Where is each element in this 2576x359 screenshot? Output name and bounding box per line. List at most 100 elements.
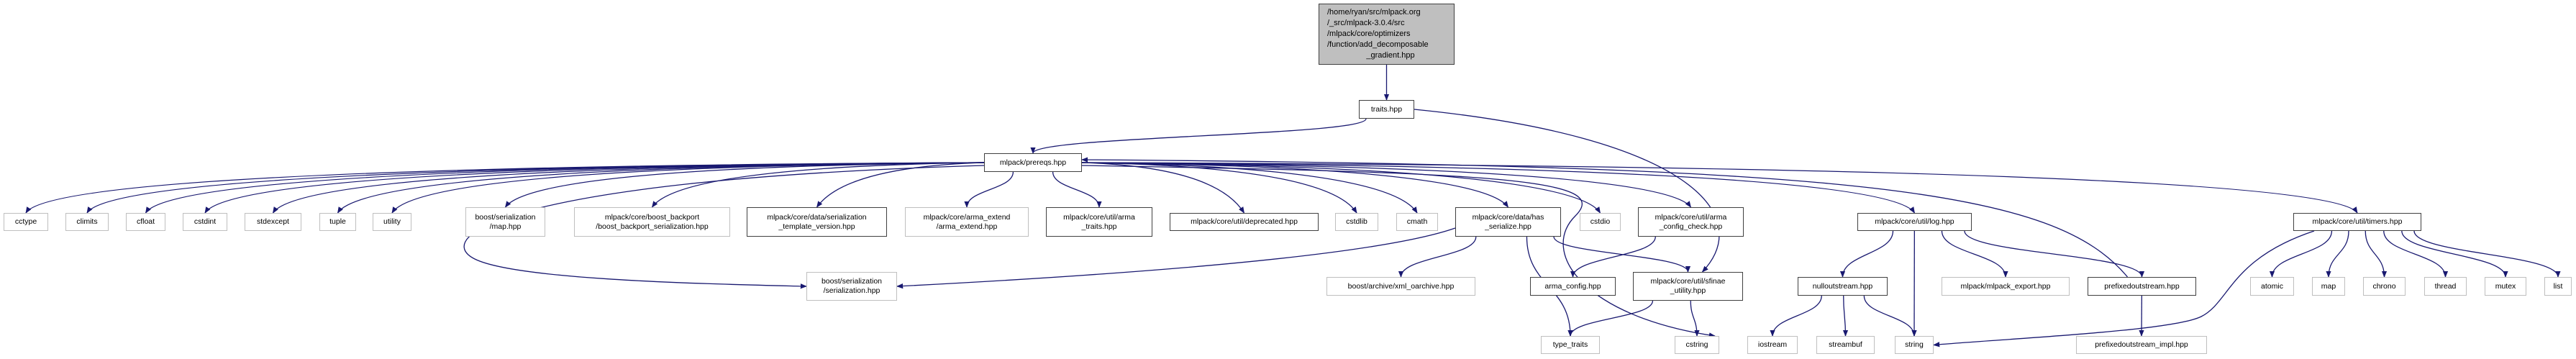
graph-node-serialization[interactable]: boost/serialization/serialization.hpp	[806, 272, 897, 301]
node-label-line: cfloat	[136, 217, 155, 226]
edge-prereqs-to-log	[1081, 162, 1916, 214]
graph-node-utility[interactable]: utility	[373, 213, 411, 231]
node-label-line: prefixedoutstream.hpp	[2104, 281, 2180, 291]
node-label-line: mlpack/core/util/sfinae	[1650, 277, 1726, 286]
edge-prefixed-to-prereqs	[1081, 157, 2128, 278]
graph-node-cstdio[interactable]: cstdio	[1580, 213, 1621, 231]
edge-prereqs-to-cmath	[1081, 162, 1418, 214]
graph-node-arma-config[interactable]: arma_config.hpp	[1530, 277, 1616, 296]
graph-node-cstdint[interactable]: cstdint	[183, 213, 227, 231]
graph-node-traits[interactable]: traits.hpp	[1359, 100, 1414, 119]
graph-node-iostream[interactable]: iostream	[1747, 336, 1798, 354]
node-label-line: cstdio	[1590, 217, 1611, 226]
edge-timers-to-map	[2326, 230, 2349, 278]
graph-node-cmath[interactable]: cmath	[1396, 213, 1438, 231]
graph-node-backport[interactable]: mlpack/core/boost_backport/boost_backpor…	[574, 207, 730, 237]
edge-prereqs-to-backport	[651, 162, 985, 208]
edge-prereqs-to-arma_extend	[964, 171, 1014, 208]
graph-node-thread[interactable]: thread	[2424, 277, 2467, 296]
graph-node-type-traits[interactable]: type_traits	[1541, 336, 1600, 354]
graph-node-nullout[interactable]: nulloutstream.hpp	[1798, 277, 1888, 296]
graph-node-deprecated[interactable]: mlpack/core/util/deprecated.hpp	[1170, 213, 1319, 231]
graph-node-prefixed[interactable]: prefixedoutstream.hpp	[2088, 277, 2196, 296]
graph-node-arma-config-check[interactable]: mlpack/core/util/arma_config_check.hpp	[1638, 207, 1744, 237]
node-label-line: /arma_extend.hpp	[936, 222, 998, 231]
graph-node-map-hpp[interactable]: boost/serialization/map.hpp	[465, 207, 545, 237]
graph-node-stv[interactable]: mlpack/core/data/serialization_template_…	[747, 207, 887, 237]
node-label-line: mlpack/core/util/deprecated.hpp	[1191, 217, 1298, 226]
node-label-line: arma_config.hpp	[1544, 281, 1601, 291]
graph-node-export[interactable]: mlpack/mlpack_export.hpp	[1942, 277, 2070, 296]
graph-node-cctype[interactable]: cctype	[4, 213, 48, 231]
node-label-line: map	[2321, 281, 2336, 291]
edge-timers-to-mutex	[2401, 230, 2508, 278]
graph-node-mutex[interactable]: mutex	[2485, 277, 2526, 296]
graph-node-timers[interactable]: mlpack/core/util/timers.hpp	[2293, 213, 2421, 231]
graph-node-sfinae[interactable]: mlpack/core/util/sfinae_utility.hpp	[1633, 272, 1743, 301]
graph-node-chrono[interactable]: chrono	[2363, 277, 2406, 296]
graph-node-root[interactable]: /home/ryan/src/mlpack.org/_src/mlpack-3.…	[1319, 4, 1455, 65]
node-label-line: traits.hpp	[1370, 104, 1403, 114]
node-label-line: boost/serialization	[821, 277, 883, 286]
graph-node-has-serialize[interactable]: mlpack/core/data/has_serialize.hpp	[1455, 207, 1561, 237]
edge-prereqs-to-map_hpp	[504, 162, 985, 208]
node-label-line: mlpack/core/util/timers.hpp	[2312, 217, 2403, 226]
node-label-line: utility	[383, 217, 401, 226]
edge-prereqs-to-cstring	[1081, 165, 1716, 338]
edge-nullout-to-iostream	[1770, 295, 1822, 337]
edge-arma_config_check-to-arma_config	[1570, 236, 1656, 278]
edge-traits-to-prereqs	[1030, 118, 1367, 154]
graph-node-cfloat[interactable]: cfloat	[126, 213, 165, 231]
edge-prereqs-to-serialization	[463, 165, 985, 289]
node-label-line: cstdint	[194, 217, 217, 226]
graph-node-log[interactable]: mlpack/core/util/log.hpp	[1857, 213, 1972, 231]
graph-node-string[interactable]: string	[1895, 336, 1934, 354]
edge-timers-to-chrono	[2365, 230, 2388, 278]
edge-timers-to-list	[2413, 230, 2561, 278]
edge-has_serialize-to-xml	[1398, 236, 1477, 278]
node-label-line: /function/add_decomposable	[1327, 40, 1429, 49]
graph-node-arma-traits[interactable]: mlpack/core/util/arma_traits.hpp	[1046, 207, 1152, 237]
node-label-line: stdexcept	[257, 217, 289, 226]
graph-node-prereqs[interactable]: mlpack/prereqs.hpp	[984, 153, 1082, 172]
node-label-line: /serialization.hpp	[823, 286, 880, 295]
graph-node-xml[interactable]: boost/archive/xml_oarchive.hpp	[1326, 277, 1475, 296]
node-label-line: mlpack/core/data/has	[1472, 212, 1544, 222]
node-label-line: _config_check.hpp	[1659, 222, 1723, 231]
graph-node-list[interactable]: list	[2544, 277, 2572, 296]
graph-node-impl[interactable]: prefixedoutstream_impl.hpp	[2076, 336, 2207, 354]
node-label-line: string	[1905, 340, 1924, 349]
edge-prereqs-to-cstdio	[1081, 162, 1601, 214]
graph-node-cstdlib[interactable]: cstdlib	[1335, 213, 1378, 231]
node-label-line: iostream	[1757, 340, 1788, 349]
graph-node-stdexcept[interactable]: stdexcept	[245, 213, 301, 231]
graph-node-arma-extend[interactable]: mlpack/core/arma_extend/arma_extend.hpp	[905, 207, 1029, 237]
graph-node-streambuf[interactable]: streambuf	[1816, 336, 1875, 354]
graph-node-map[interactable]: map	[2312, 277, 2345, 296]
node-label-line: climits	[76, 217, 98, 226]
edge-timers-to-atomic	[2269, 230, 2333, 278]
edge-prereqs-to-timers	[1081, 162, 2358, 214]
edge-prereqs-to-stv	[816, 162, 985, 208]
node-label-line: /map.hpp	[489, 222, 522, 231]
edge-has_serialize-to-serialization	[896, 227, 1456, 289]
node-label-line: nulloutstream.hpp	[1812, 281, 1873, 291]
edge-prereqs-to-cstdlib	[1081, 162, 1357, 214]
graph-node-cstring[interactable]: cstring	[1675, 336, 1719, 354]
node-label-line: tuple	[329, 217, 346, 226]
node-label-line: boost/serialization	[475, 212, 536, 222]
edge-sfinae-to-cstring	[1690, 300, 1700, 337]
graph-node-atomic[interactable]: atomic	[2250, 277, 2294, 296]
node-label-line: mutex	[2495, 281, 2516, 291]
node-label-line: cstdlib	[1346, 217, 1367, 226]
node-label-line: cctype	[14, 217, 37, 226]
node-label-line: boost/archive/xml_oarchive.hpp	[1347, 281, 1455, 291]
graph-node-tuple[interactable]: tuple	[319, 213, 356, 231]
edge-log-to-prefixed	[1964, 230, 2145, 278]
edge-log-to-nullout	[1839, 230, 1894, 278]
graph-node-climits[interactable]: climits	[65, 213, 109, 231]
node-label-line: cstring	[1685, 340, 1708, 349]
node-label-line: chrono	[2372, 281, 2396, 291]
node-label-line: _utility.hpp	[1670, 286, 1706, 295]
